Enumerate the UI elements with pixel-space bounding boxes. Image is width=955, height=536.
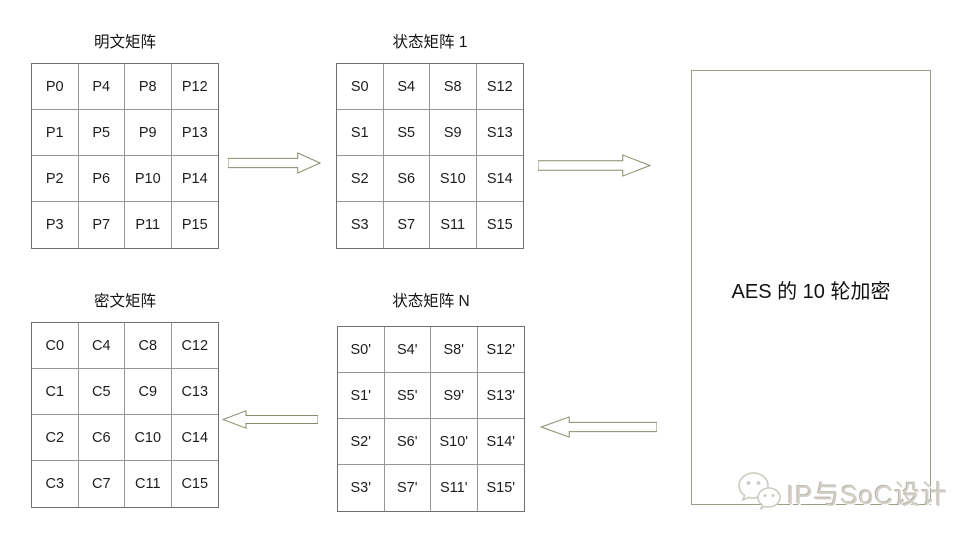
matrix-cell: P0 bbox=[32, 64, 79, 110]
matrix-cell: P5 bbox=[78, 110, 125, 156]
matrix-cell: S9' bbox=[431, 373, 478, 419]
matrix-cell: S8' bbox=[431, 327, 478, 373]
matrix-cell: P12 bbox=[171, 64, 218, 110]
matrix-cell: S0' bbox=[338, 327, 385, 373]
matrix-cell: C0 bbox=[32, 323, 79, 369]
matrix-cell: P14 bbox=[171, 156, 218, 202]
plaintext-matrix: P0 P4 P8 P12 P1 P5 P9 P13 P2 P6 P10 P14 … bbox=[31, 63, 219, 249]
cipher-matrix: C0 C4 C8 C12 C1 C5 C9 C13 C2 C6 C10 C14 … bbox=[31, 322, 219, 508]
matrix-cell: S10' bbox=[431, 419, 478, 465]
arrow-left-aes-to-stateN-icon bbox=[540, 416, 657, 438]
matrix-cell: S4 bbox=[383, 64, 430, 110]
matrix-cell: C7 bbox=[79, 461, 125, 507]
matrix-cell: S12' bbox=[477, 327, 524, 373]
matrix-cell: C5 bbox=[78, 369, 125, 415]
matrix-cell: S5 bbox=[383, 110, 430, 156]
arrow-right-plaintext-to-state1-icon bbox=[228, 152, 321, 174]
matrix-cell: S1' bbox=[338, 373, 385, 419]
matrix-cell: C1 bbox=[32, 369, 79, 415]
state1-matrix-title: 状态矩阵 1 bbox=[392, 34, 468, 51]
matrix-cell: C9 bbox=[125, 369, 172, 415]
matrix-cell: S2' bbox=[338, 419, 385, 465]
cipher-matrix-title: 密文矩阵 bbox=[93, 293, 156, 310]
wechat-icon bbox=[735, 471, 783, 516]
stateN-matrix-title: 状态矩阵 N bbox=[392, 293, 470, 310]
matrix-cell: C3 bbox=[32, 461, 79, 507]
aes-rounds-label: AES 的 10 轮加密 bbox=[731, 281, 891, 303]
matrix-cell: C13 bbox=[171, 369, 218, 415]
matrix-cell: C6 bbox=[78, 415, 125, 461]
state1-matrix: S0 S4 S8 S12 S1 S5 S9 S13 S2 S6 S10 S14 … bbox=[336, 63, 524, 249]
matrix-cell: P6 bbox=[78, 156, 125, 202]
stateN-matrix: S0' S4' S8' S12' S1' S5' S9' S13' S2' S6… bbox=[337, 326, 525, 512]
watermark-text: IP与SoC设计 bbox=[787, 480, 949, 510]
matrix-cell: S11' bbox=[431, 465, 478, 511]
matrix-cell: S1 bbox=[337, 110, 384, 156]
matrix-cell: S3' bbox=[338, 465, 385, 511]
matrix-cell: S8 bbox=[430, 64, 477, 110]
matrix-cell: P4 bbox=[78, 64, 125, 110]
matrix-cell: P1 bbox=[32, 110, 79, 156]
matrix-cell: S3 bbox=[337, 202, 384, 248]
matrix-cell: P2 bbox=[32, 156, 79, 202]
matrix-cell: P3 bbox=[32, 202, 79, 248]
matrix-cell: S13' bbox=[477, 373, 524, 419]
matrix-cell: C15 bbox=[181, 476, 209, 492]
matrix-cell: C10 bbox=[125, 415, 172, 461]
matrix-cell: S7 bbox=[384, 202, 430, 248]
matrix-cell: P10 bbox=[125, 156, 172, 202]
matrix-cell: P8 bbox=[125, 64, 172, 110]
matrix-cell: S7' bbox=[385, 465, 431, 511]
matrix-cell: P11 bbox=[125, 202, 172, 248]
matrix-cell: S2 bbox=[337, 156, 384, 202]
matrix-cell: S0 bbox=[337, 64, 384, 110]
matrix-cell: S10 bbox=[430, 156, 477, 202]
matrix-cell: P9 bbox=[125, 110, 172, 156]
matrix-cell: S12 bbox=[476, 64, 523, 110]
matrix-cell: S15 bbox=[486, 217, 513, 233]
matrix-cell: S5' bbox=[384, 373, 431, 419]
matrix-cell: S14' bbox=[477, 419, 524, 465]
matrix-cell: C4 bbox=[78, 323, 125, 369]
watermark: IP与SoC设计 bbox=[735, 471, 948, 516]
matrix-cell: C8 bbox=[125, 323, 172, 369]
matrix-cell: S14 bbox=[476, 156, 523, 202]
matrix-cell: S13 bbox=[476, 110, 523, 156]
matrix-cell: P7 bbox=[79, 202, 125, 248]
matrix-cell: S6 bbox=[383, 156, 430, 202]
matrix-cell: C2 bbox=[32, 415, 79, 461]
matrix-cell: C11 bbox=[125, 461, 172, 507]
matrix-cell: S15' bbox=[486, 480, 516, 496]
arrow-left-stateN-to-cipher-icon bbox=[222, 410, 318, 429]
arrow-right-state1-to-aes-icon bbox=[538, 154, 651, 177]
matrix-cell: P15 bbox=[181, 217, 208, 233]
matrix-cell: S4' bbox=[384, 327, 431, 373]
plaintext-matrix-title: 明文矩阵 bbox=[93, 34, 156, 51]
matrix-cell: P13 bbox=[171, 110, 218, 156]
matrix-cell: C14 bbox=[171, 415, 218, 461]
matrix-cell: S11 bbox=[430, 202, 477, 248]
aes-rounds-box bbox=[691, 70, 931, 505]
matrix-cell: S9 bbox=[430, 110, 477, 156]
matrix-cell: S6' bbox=[384, 419, 431, 465]
matrix-cell: C12 bbox=[171, 323, 218, 369]
